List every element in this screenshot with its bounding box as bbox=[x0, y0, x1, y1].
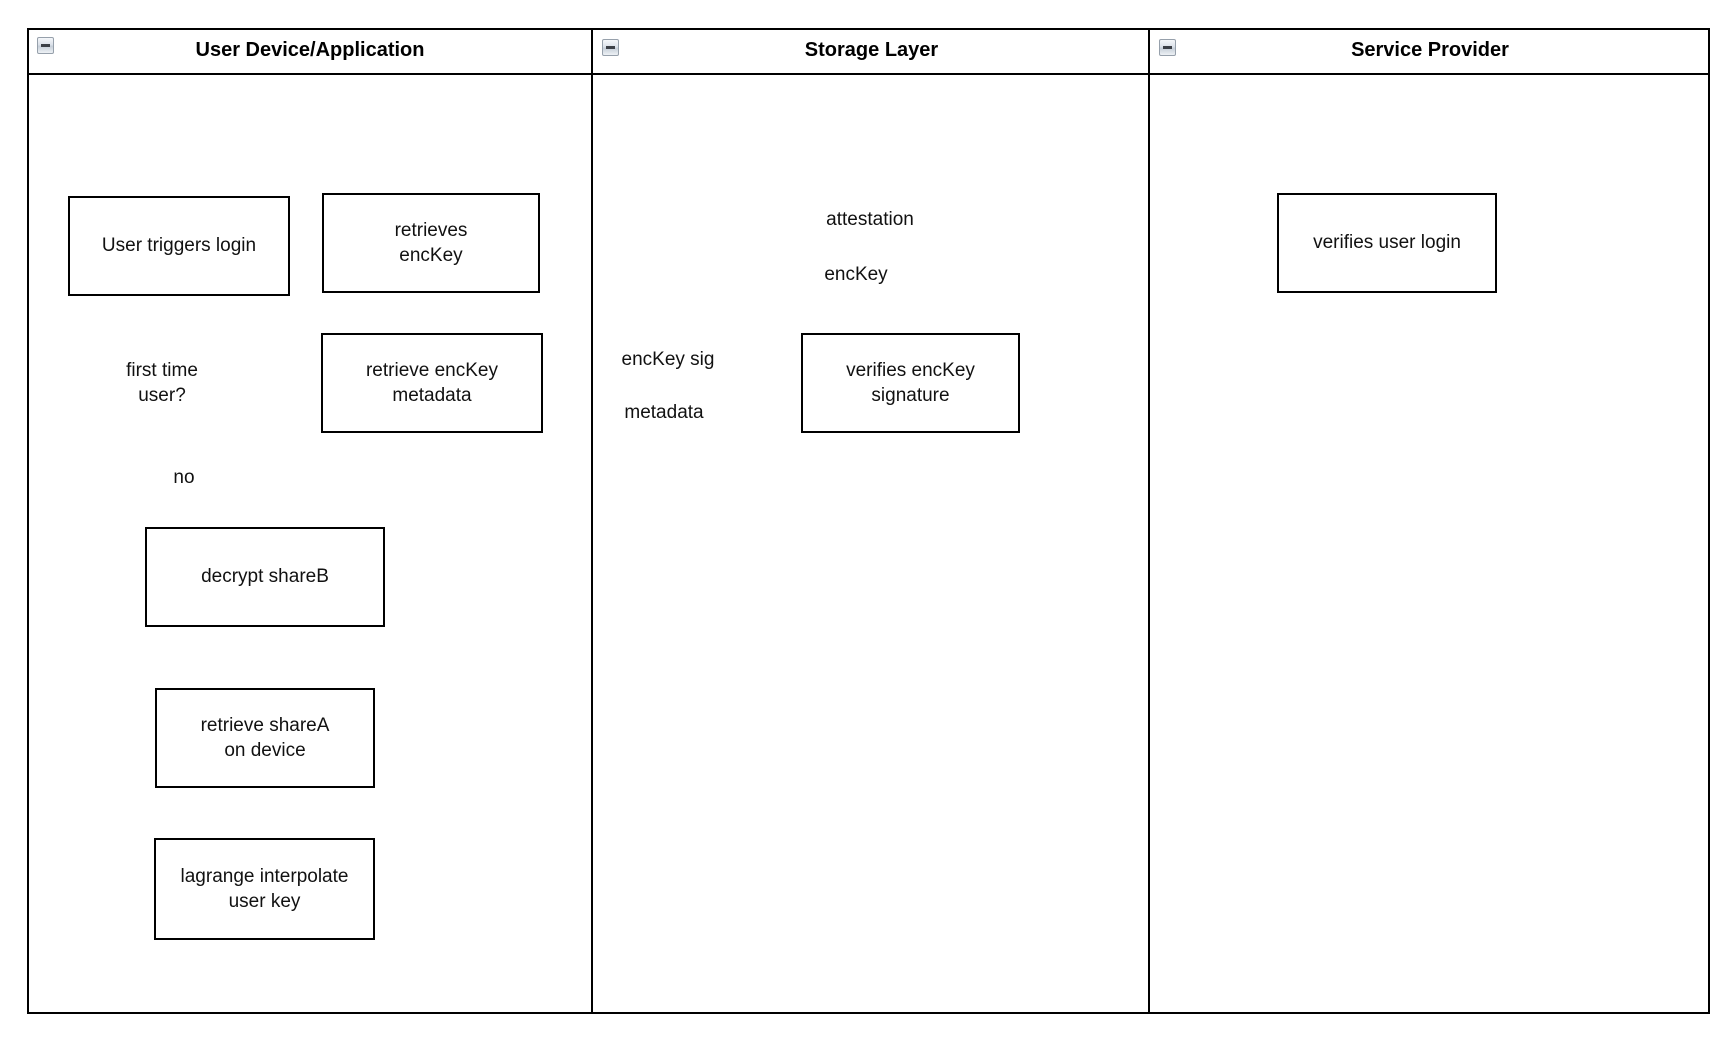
lane-header-service-provider: Service Provider bbox=[1150, 28, 1710, 73]
node-user-triggers-login: User triggers login bbox=[68, 196, 290, 296]
decision-first-time-user-label: first time user? bbox=[126, 359, 198, 406]
collapse-lane-service-provider-button[interactable] bbox=[1159, 39, 1176, 56]
collapse-lane-storage-layer-button[interactable] bbox=[602, 39, 619, 56]
lane-title-storage-layer: Storage Layer bbox=[804, 39, 939, 61]
minus-icon bbox=[41, 44, 50, 47]
edge-label-enckey-sig: encKey sig bbox=[618, 349, 718, 371]
lane-header-divider bbox=[27, 73, 1710, 75]
node-verifies-enckey-signature: verifies encKey signature bbox=[801, 333, 1020, 433]
lane-header-user-device: User Device/Application bbox=[27, 28, 593, 73]
node-retrieves-enckey: retrieves encKey bbox=[322, 193, 540, 293]
node-lagrange-interpolate: lagrange interpolate user key bbox=[154, 838, 375, 940]
lane-divider-2 bbox=[1148, 28, 1150, 1014]
edge-label-no: no bbox=[170, 467, 198, 489]
minus-icon bbox=[1163, 46, 1172, 49]
edge-label-attestation: attestation bbox=[823, 209, 917, 231]
node-retrieve-sharea: retrieve shareA on device bbox=[155, 688, 375, 788]
lane-title-user-device: User Device/Application bbox=[195, 39, 425, 61]
collapse-lane-user-device-button[interactable] bbox=[37, 37, 54, 54]
edge-label-enckey: encKey bbox=[821, 264, 891, 286]
minus-icon bbox=[606, 46, 615, 49]
node-retrieve-enckey-metadata: retrieve encKey metadata bbox=[321, 333, 543, 433]
node-verifies-user-login: verifies user login bbox=[1277, 193, 1497, 293]
lane-title-service-provider: Service Provider bbox=[1351, 39, 1509, 61]
lane-header-storage-layer: Storage Layer bbox=[593, 28, 1150, 73]
lane-divider-1 bbox=[591, 28, 593, 1014]
node-decrypt-shareb: decrypt shareB bbox=[145, 527, 385, 627]
edge-label-metadata: metadata bbox=[621, 402, 707, 424]
